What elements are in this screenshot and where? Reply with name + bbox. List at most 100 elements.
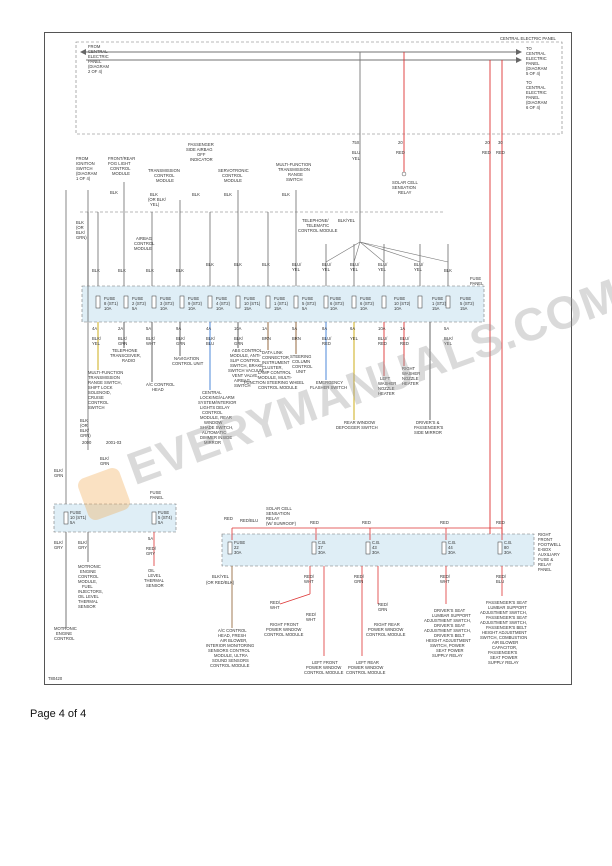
svg-text:LEFT: LEFT [380, 376, 391, 381]
svg-text:SOLENOID,: SOLENOID, [88, 390, 111, 395]
svg-text:5A: 5A [158, 520, 163, 525]
svg-text:CENTRAL: CENTRAL [526, 51, 546, 56]
svg-text:BLU/: BLU/ [350, 262, 360, 267]
output-wires [97, 322, 431, 420]
aux-feed-drops [231, 528, 503, 540]
svg-text:AIRBAG: AIRBAG [234, 378, 250, 383]
svg-text:RELAY: RELAY [538, 562, 552, 567]
svg-text:FUSE: FUSE [274, 296, 285, 301]
svg-text:5A: 5A [146, 326, 151, 331]
svg-text:WASHER: WASHER [402, 371, 420, 376]
svg-text:REAR WINDOW: REAR WINDOW [344, 420, 375, 425]
svg-text:PANEL: PANEL [526, 95, 540, 100]
svg-text:RED: RED [378, 341, 387, 346]
ignition-switch-label: FROM IGNITION SWITCH (DIAGRAM 1 OF 4) [76, 156, 97, 181]
svg-text:YEL: YEL [414, 267, 423, 272]
svg-text:GRN: GRN [354, 579, 363, 584]
svg-text:15A: 15A [460, 306, 468, 311]
svg-text:SWITCH VACUUM: SWITCH VACUUM [228, 368, 264, 373]
svg-text:MULTI-FUNCTION: MULTI-FUNCTION [276, 162, 311, 167]
svg-text:FOOTWELL: FOOTWELL [538, 542, 562, 547]
svg-text:BLK/: BLK/ [54, 540, 64, 545]
svg-text:LEVEL: LEVEL [148, 573, 162, 578]
svg-text:(DIAGRAM: (DIAGRAM [526, 66, 547, 71]
svg-text:MODULE: MODULE [134, 246, 152, 251]
svg-text:BLK/: BLK/ [54, 468, 64, 473]
svg-text:ABS CONTROL: ABS CONTROL [232, 348, 263, 353]
svg-text:LIGHTS DELAY: LIGHTS DELAY [200, 405, 230, 410]
svg-text:RADIO: RADIO [122, 358, 136, 363]
svg-text:GRY: GRY [54, 545, 63, 550]
svg-text:15A: 15A [274, 306, 282, 311]
to-panel-label-2: TO CENTRAL ELECTRIC PANEL (DIAGRAM 6 OF … [526, 80, 547, 110]
svg-text:80: 80 [504, 545, 509, 550]
svg-text:5 OF 4): 5 OF 4) [526, 71, 541, 76]
svg-text:SIDE MIRROR: SIDE MIRROR [414, 430, 442, 435]
svg-text:GRN: GRN [54, 473, 63, 478]
from-panel-label: FROM CENTRAL ELECTRIC PANEL (DIAGRAM 2 O… [88, 44, 109, 74]
svg-text:1A: 1A [400, 326, 405, 331]
svg-text:FUSE: FUSE [460, 296, 471, 301]
svg-text:RED/: RED/ [354, 574, 365, 579]
svg-text:WHT: WHT [304, 579, 314, 584]
svg-text:10A: 10A [360, 306, 368, 311]
svg-text:5 (ST2): 5 (ST2) [460, 301, 475, 306]
svg-text:2001-03: 2001-03 [106, 440, 122, 445]
svg-text:BLU/: BLU/ [322, 336, 332, 341]
svg-text:RED/: RED/ [306, 612, 317, 617]
svg-text:SHADE SWITCH,: SHADE SWITCH, [200, 425, 233, 430]
svg-text:CONTROL: CONTROL [202, 410, 223, 415]
svg-text:RED: RED [362, 520, 371, 525]
transmission-module-label: TRANSMISSION CONTROL MODULE [148, 168, 180, 183]
svg-text:ADJUSTMENT SWITCH,: ADJUSTMENT SWITCH, [480, 610, 527, 615]
wire-label: BLU [352, 150, 360, 155]
svg-text:BLK/: BLK/ [206, 336, 216, 341]
svg-text:43: 43 [372, 545, 377, 550]
airbag-indicator-label: PASSENGER SIDE AIRBAG OFF INDICATOR [186, 142, 214, 162]
svg-text:AIRBAG: AIRBAG [136, 236, 152, 241]
svg-text:MODULE, ANTI-: MODULE, ANTI- [230, 353, 262, 358]
svg-text:CONTROL: CONTROL [54, 636, 75, 641]
svg-text:POWER WINDOW: POWER WINDOW [348, 665, 383, 670]
wire-label: YEL [352, 156, 361, 161]
svg-text:PASSENGER: PASSENGER [188, 142, 214, 147]
svg-text:MODULE,: MODULE, [78, 579, 97, 584]
svg-text:DATA LINK: DATA LINK [262, 350, 283, 355]
svg-text:FROM: FROM [88, 44, 101, 49]
range-switch-label: MULTI-FUNCTION TRANSMISSION RANGE SWITCH [276, 162, 311, 182]
svg-text:SUPPLY RELAY: SUPPLY RELAY [488, 660, 519, 665]
svg-text:BLK: BLK [176, 268, 184, 273]
svg-text:PASSENGER'S: PASSENGER'S [488, 650, 518, 655]
svg-text:TRANSMISSION: TRANSMISSION [278, 167, 310, 172]
svg-text:TELEPHONE/: TELEPHONE/ [302, 218, 329, 223]
svg-text:RED/BLU: RED/BLU [240, 518, 258, 523]
svg-text:5 (ST4): 5 (ST4) [158, 515, 173, 520]
svg-text:CONTROL: CONTROL [154, 173, 175, 178]
svg-text:CONTROL MODULE: CONTROL MODULE [264, 632, 304, 637]
svg-text:WHT: WHT [146, 341, 156, 346]
svg-text:RED/: RED/ [146, 546, 157, 551]
svg-text:BLK: BLK [118, 268, 126, 273]
svg-text:(DIAGRAM: (DIAGRAM [76, 171, 97, 176]
svg-text:BLU/: BLU/ [292, 262, 302, 267]
svg-text:SOLAR CELL: SOLAR CELL [266, 506, 293, 511]
svg-text:YEL: YEL [292, 267, 301, 272]
svg-text:DRIVER'S SEAT: DRIVER'S SEAT [434, 608, 466, 613]
